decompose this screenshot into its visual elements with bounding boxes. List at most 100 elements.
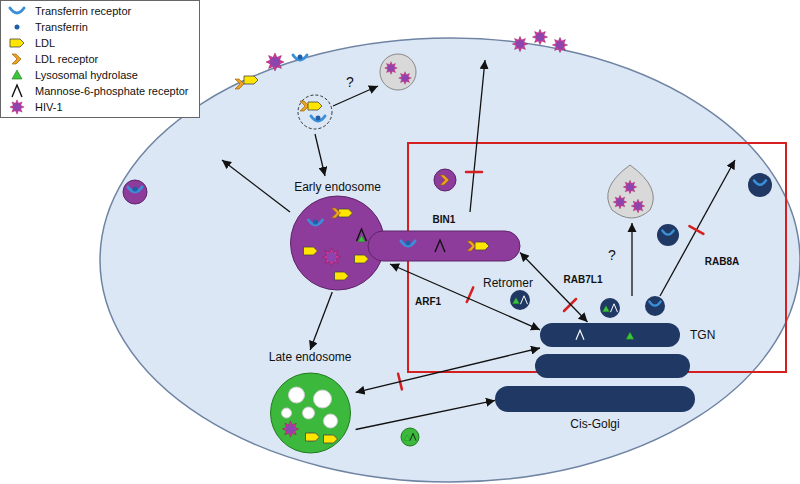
recycling-vesicle bbox=[123, 180, 147, 204]
legend-symbol bbox=[12, 85, 22, 97]
transport-arrow bbox=[333, 86, 378, 106]
tgn-vesicle bbox=[600, 298, 620, 318]
inhibition-bar bbox=[689, 226, 703, 234]
inhibition-bar bbox=[466, 171, 482, 174]
ldl-receptor bbox=[332, 208, 341, 218]
intraluminal-vesicle bbox=[313, 390, 331, 408]
transport-arrow bbox=[390, 264, 540, 330]
node-label: Cis-Golgi bbox=[570, 417, 619, 431]
recycling-vesicle bbox=[123, 180, 147, 204]
regulator-label: RAB8A bbox=[705, 256, 739, 268]
endocytic-vesicle bbox=[298, 95, 332, 129]
retromer-vesicle bbox=[521, 296, 528, 304]
late-endosome: Late endosome bbox=[265, 350, 356, 456]
tubule-body bbox=[368, 231, 520, 261]
legend-symbol bbox=[10, 8, 24, 13]
endocytic-vesicle bbox=[311, 116, 325, 121]
legend-text: Transferrin receptor bbox=[35, 4, 131, 18]
legend-row: Mannose-6-phosphate receptor bbox=[4, 83, 196, 99]
node-text-holder: BIN1 bbox=[368, 214, 520, 226]
legend-swatch bbox=[4, 83, 30, 99]
m6pr-vesicle bbox=[401, 428, 419, 446]
legend-symbol bbox=[15, 25, 20, 30]
surface-cargo bbox=[235, 53, 307, 89]
ldl-particle bbox=[335, 272, 349, 280]
recycling-vesicle bbox=[128, 187, 142, 192]
unknown-route-mark: ? bbox=[608, 247, 616, 263]
m6pr-vesicle bbox=[401, 428, 419, 446]
legend-row: HIV-1 bbox=[4, 99, 196, 115]
legend-text: LDL bbox=[35, 36, 55, 50]
transferrin bbox=[313, 220, 318, 225]
budding-hiv bbox=[552, 37, 567, 52]
endocytic-vesicle bbox=[308, 102, 322, 110]
label-holder: Retromer bbox=[483, 276, 533, 290]
legend-row: Lysosomal hydrolase bbox=[4, 67, 196, 83]
endosomal-tubule: BIN1 bbox=[368, 214, 520, 262]
legend-swatch bbox=[4, 35, 30, 51]
transport-arrow bbox=[631, 223, 632, 296]
edge-group bbox=[356, 348, 540, 392]
legend-swatch bbox=[4, 67, 30, 83]
regulator-label: RAB7L1 bbox=[564, 274, 603, 286]
unknown-route-mark: ? bbox=[346, 74, 354, 90]
legend-text: HIV-1 bbox=[35, 100, 63, 114]
tgn-band bbox=[540, 323, 680, 347]
intraluminal-vesicle bbox=[323, 414, 337, 428]
ldl-particle bbox=[305, 433, 319, 441]
ldl-particle bbox=[304, 247, 318, 255]
endocytic-vesicle bbox=[316, 116, 321, 121]
recycling-vesicle bbox=[133, 187, 138, 192]
cell-membrane bbox=[100, 38, 800, 482]
intraluminal-vesicle bbox=[281, 408, 291, 418]
intraluminal-vesicle bbox=[302, 407, 314, 419]
transport-arrow bbox=[356, 348, 540, 392]
legend-row: Transferrin bbox=[4, 19, 196, 35]
transport-arrow bbox=[310, 292, 332, 350]
hiv-compartment bbox=[385, 62, 398, 75]
hiv-particle bbox=[323, 248, 341, 266]
budding-hiv bbox=[512, 29, 567, 52]
transport-arrow bbox=[470, 60, 485, 212]
transferrin-vesicle bbox=[748, 173, 772, 197]
tgn-cisterna: TGN bbox=[540, 322, 730, 348]
legend-symbol bbox=[12, 54, 21, 64]
regulator-label: ARF1 bbox=[415, 296, 441, 308]
legend-swatch bbox=[4, 51, 30, 67]
node-label: BIN1 bbox=[433, 214, 456, 226]
m6p-receptor bbox=[576, 330, 584, 340]
edge-group bbox=[310, 292, 332, 350]
golgi-cisterna bbox=[535, 354, 690, 378]
ldl-receptor-vesicle bbox=[434, 169, 456, 191]
legend-swatch bbox=[4, 3, 30, 19]
hiv-compartment bbox=[380, 54, 416, 90]
ldl-receptor-vesicle bbox=[434, 169, 456, 191]
budding-hiv bbox=[512, 36, 527, 51]
node-label: TGN bbox=[690, 328, 715, 342]
node-label: Early endosome bbox=[294, 180, 381, 194]
ldl-particle bbox=[475, 242, 489, 250]
hiv-compartment bbox=[608, 165, 654, 218]
m6p-receptor bbox=[435, 240, 445, 252]
transport-arrow bbox=[660, 160, 735, 296]
hiv-particle bbox=[282, 421, 298, 437]
legend-symbol bbox=[10, 100, 24, 114]
transport-arrow bbox=[222, 60, 735, 296]
node-text-holder: Cis-Golgi bbox=[495, 386, 695, 431]
retromer-vesicle bbox=[510, 290, 530, 310]
transferrin-receptor bbox=[401, 241, 415, 246]
node-text-holder: Early endosome bbox=[285, 180, 390, 194]
tgn-vesicle bbox=[603, 306, 610, 312]
hiv-compartment bbox=[380, 54, 416, 90]
tgn-vesicle bbox=[645, 296, 665, 316]
m6pr-vesicle bbox=[404, 435, 410, 440]
transport-arrow bbox=[222, 160, 290, 212]
label-holder: ARF1 bbox=[415, 296, 441, 308]
legend-symbol bbox=[10, 39, 24, 47]
endocytic-vesicle bbox=[298, 95, 332, 129]
ldl-particle bbox=[323, 435, 337, 443]
transferrin bbox=[406, 241, 411, 246]
retromer-vesicle bbox=[510, 290, 530, 310]
surface-cargo bbox=[235, 79, 244, 89]
